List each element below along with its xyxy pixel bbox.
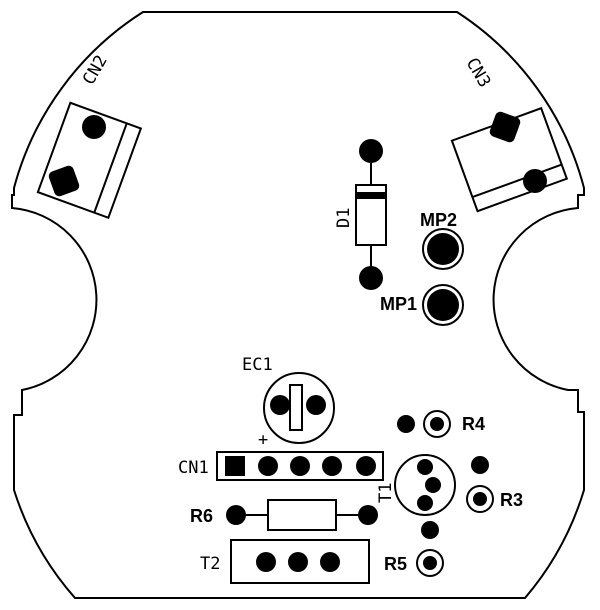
r6-pad-right [358, 505, 378, 525]
mp1-pad [427, 289, 459, 321]
r5-label: R5 [384, 554, 407, 574]
board-outline [11, 11, 585, 599]
r5-resistor: R5 [384, 521, 444, 577]
cn2-connector: CN2 [36, 52, 143, 220]
d1-label: D1 [334, 208, 354, 228]
cn1-pin-2 [258, 456, 278, 476]
mp2-pad [427, 233, 459, 265]
r4-pad-1 [397, 415, 415, 433]
t2-label: T2 [200, 554, 220, 574]
r6-pad-left [226, 505, 246, 525]
t2-transistor: T2 [200, 539, 370, 584]
d1-diode: D1 [334, 139, 387, 290]
r4-resistor: R4 [397, 410, 485, 438]
r4-pad-2 [430, 417, 444, 431]
cn1-pin-1 [225, 456, 245, 476]
r3-pad-2 [473, 492, 487, 506]
mp2-testpoint: MP2 [420, 210, 464, 270]
r5-pad-1 [421, 521, 439, 539]
cn1-label: CN1 [178, 458, 209, 478]
cn1-pin-5 [356, 456, 376, 476]
r3-label: R3 [500, 490, 523, 510]
cn2-pad-round [82, 115, 106, 139]
cn1-header: CN1 [178, 451, 384, 481]
d1-cathode-band [356, 192, 386, 199]
d1-pad-bottom [359, 266, 383, 290]
cn1-pin-4 [322, 456, 342, 476]
t1-pin-top [417, 459, 433, 475]
ec1-pad-positive [270, 395, 290, 415]
ec1-label: EC1 [242, 355, 273, 375]
r6-label: R6 [190, 506, 213, 526]
t1-transistor: T1 [376, 454, 456, 516]
cn2-pad-square [48, 165, 80, 197]
r3-resistor: R3 [466, 456, 523, 513]
r3-pad-1 [471, 456, 489, 474]
cn3-pad-square [489, 111, 521, 143]
t2-pin-2 [288, 552, 308, 572]
t1-pin-mid [425, 477, 441, 493]
d1-pad-top [359, 139, 383, 163]
ec1-pad-negative [306, 395, 326, 415]
r6-resistor: R6 [190, 499, 378, 531]
t1-pin-bottom [417, 495, 433, 511]
cn3-label: CN3 [462, 55, 495, 92]
cn3-connector: CN3 [450, 55, 569, 213]
r4-label: R4 [462, 414, 485, 434]
mp1-label: MP1 [380, 294, 417, 314]
cn2-label: CN2 [79, 52, 112, 89]
t2-pin-1 [256, 552, 276, 572]
ec1-capacitor: EC1 + [242, 355, 335, 450]
mp2-label: MP2 [420, 210, 457, 230]
r5-pad-2 [423, 556, 437, 570]
mp1-testpoint: MP1 [380, 284, 464, 326]
t2-pin-3 [320, 552, 340, 572]
t1-label: T1 [376, 483, 396, 503]
cn3-pad-round [523, 169, 547, 193]
cn1-pin-3 [290, 456, 310, 476]
ec1-polarity-mark: + [258, 430, 268, 450]
